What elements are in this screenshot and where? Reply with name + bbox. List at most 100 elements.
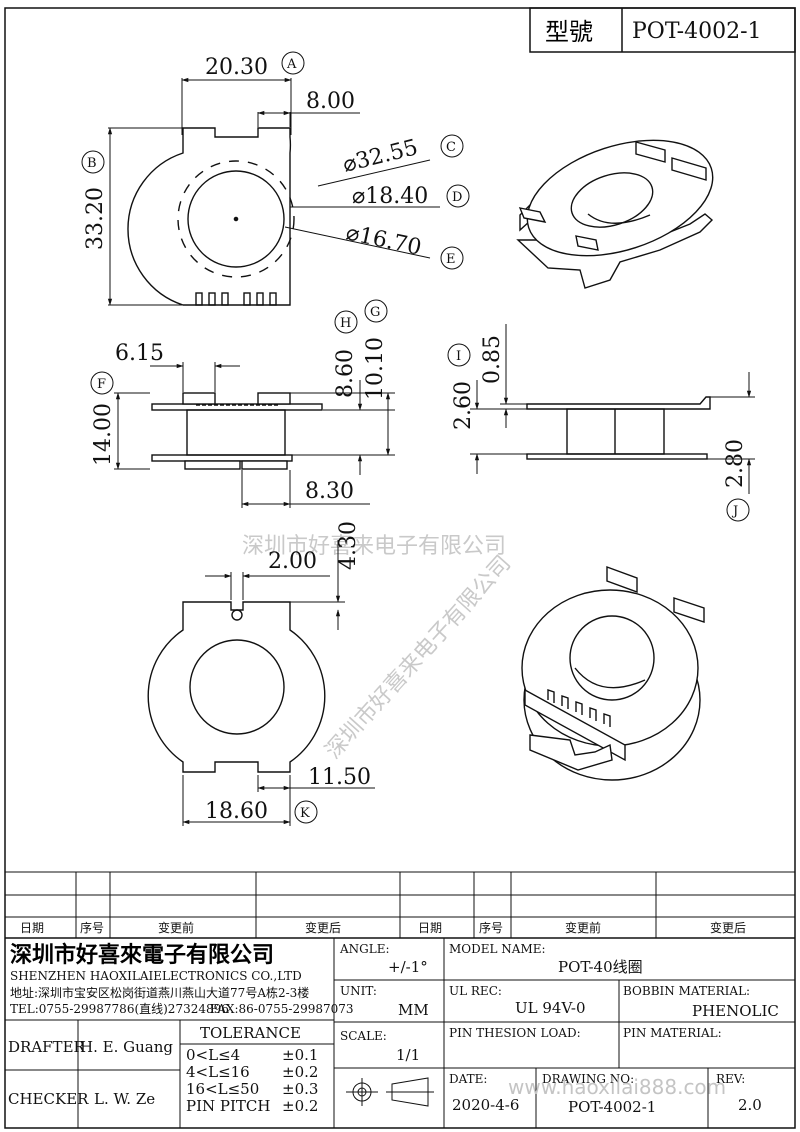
title-block-grid <box>5 938 795 1128</box>
svg-text:I: I <box>456 349 461 364</box>
dim-side-h1: 8.60 <box>333 349 358 398</box>
angle-value: +/-1° <box>388 958 428 976</box>
bobbin-label: BOBBIN MATERIAL: <box>623 984 750 998</box>
callout-d: D <box>446 184 470 208</box>
side-view-dims <box>114 362 395 508</box>
header-part-no: POT-4002-1 <box>632 19 762 44</box>
date-label: DATE: <box>449 1072 487 1086</box>
bottom-view-dims <box>182 540 375 826</box>
callout-i: I <box>447 343 471 367</box>
dim-right-t1: 2.60 <box>451 381 476 430</box>
dim-bot-width: 18.60 <box>205 799 268 824</box>
rev-header-after-2: 变更后 <box>710 920 746 935</box>
svg-text:D: D <box>452 190 462 205</box>
callout-b: B <box>81 150 105 174</box>
company-name-en: SHENZHEN HAOXILAIELECTRONICS CO.,LTD <box>10 969 302 983</box>
svg-text:H: H <box>340 316 351 331</box>
pin-tension-label: PIN THESION LOAD: <box>449 1026 581 1040</box>
dim-side-h2: 10.10 <box>363 337 388 400</box>
side-view <box>151 392 323 470</box>
callout-h: H <box>334 310 358 334</box>
rev-header-no-1: 序号 <box>80 920 104 935</box>
drawing-label: DRAWING NO: <box>542 1072 634 1086</box>
drafter-label: DRAFTER <box>8 1038 86 1056</box>
rev-header-date-1: 日期 <box>20 921 44 935</box>
svg-text:K: K <box>300 806 310 821</box>
rev-header-before-2: 变更前 <box>565 920 601 935</box>
company-fax: FAX:86-0755-29987073 <box>210 1002 354 1016</box>
dim-inner-dia: ⌀16.70 <box>344 220 424 260</box>
dim-top-height: 33.20 <box>83 187 108 250</box>
watermark-url: www.haoxilai888.com <box>508 1075 726 1099</box>
unit-label: UNIT: <box>340 984 377 998</box>
checker-value: L. W. Ze <box>94 1090 155 1108</box>
rev-label: REV: <box>716 1072 745 1086</box>
tol-range-1: 4<L≤16 <box>186 1063 250 1081</box>
model-label: MODEL NAME: <box>449 942 546 956</box>
rev-header-date-2: 日期 <box>418 921 442 935</box>
drafter-value: H. E. Guang <box>80 1038 173 1056</box>
callout-g: G <box>364 299 388 323</box>
svg-text:J: J <box>731 504 738 519</box>
header-label: 型號 <box>545 18 593 46</box>
iso-view-bottom <box>521 565 705 781</box>
drawing-value: POT-4002-1 <box>568 1098 656 1116</box>
svg-text:G: G <box>370 305 380 320</box>
tolerance-label: TOLERANCE <box>200 1024 301 1042</box>
dim-bot-tab: 11.50 <box>308 765 371 790</box>
model-value: POT-40线圈 <box>558 958 643 976</box>
dim-right-t3: 2.80 <box>723 439 748 488</box>
svg-text:E: E <box>446 252 456 267</box>
dim-bot-slot: 2.00 <box>268 549 317 574</box>
tol-range-3: PIN PITCH <box>186 1097 271 1115</box>
checker-label: CHECKER <box>8 1090 89 1108</box>
dim-bot-depth: 4.30 <box>336 521 361 570</box>
rev-header-after-1: 变更后 <box>305 920 341 935</box>
header-box: 型號 POT-4002-1 <box>529 7 796 53</box>
company-name-cn: 深圳市好喜來電子有限公司 <box>10 942 274 968</box>
top-view-dims <box>107 77 440 306</box>
right-view-dims <box>470 324 755 494</box>
dim-side-base: 8.30 <box>305 479 354 504</box>
callout-k: K <box>294 800 318 824</box>
tol-value-1: ±0.2 <box>282 1063 318 1081</box>
rev-value: 2.0 <box>738 1096 762 1114</box>
unit-value: MM <box>398 1001 429 1019</box>
revision-table <box>5 871 795 939</box>
company-address: 地址:深圳市宝安区松岗街道燕川燕山大道77号A栋2-3楼 <box>10 985 309 1000</box>
tol-range-0: 0<L≤4 <box>186 1046 240 1064</box>
tol-value-3: ±0.2 <box>282 1097 318 1115</box>
dim-top-tab-width: 8.00 <box>306 89 355 114</box>
rev-header-before-1: 变更前 <box>158 920 194 935</box>
dim-top-width: 20.30 <box>205 55 268 80</box>
svg-text:A: A <box>286 57 297 72</box>
dim-side-height: 14.00 <box>91 403 116 466</box>
tol-range-2: 16<L≤50 <box>186 1080 259 1098</box>
company-tel: TEL:0755-29987786(直线)27324896 <box>10 1002 229 1016</box>
tol-value-0: ±0.1 <box>282 1046 318 1064</box>
pin-material-label: PIN MATERIAL: <box>623 1026 722 1040</box>
top-slots <box>195 292 277 306</box>
callout-j: J <box>726 498 750 522</box>
projection-symbol-icon <box>346 1077 434 1107</box>
scale-value: 1/1 <box>396 1046 420 1064</box>
ul-label: UL REC: <box>449 984 502 998</box>
sheet-border <box>4 7 796 1129</box>
callout-c: C <box>440 134 464 158</box>
top-view <box>127 127 295 306</box>
dim-right-t2: 0.85 <box>480 335 505 384</box>
scale-label: SCALE: <box>340 1029 387 1043</box>
callout-f: F <box>90 371 114 395</box>
bobbin-value: PHENOLIC <box>692 1002 779 1020</box>
svg-text:B: B <box>87 156 97 171</box>
tol-value-2: ±0.3 <box>282 1080 318 1098</box>
dim-side-tab: 6.15 <box>115 341 164 366</box>
right-view <box>526 396 711 460</box>
svg-text:F: F <box>97 377 106 392</box>
dim-mid-dia: ⌀18.40 <box>352 184 428 209</box>
ul-value: UL 94V-0 <box>515 999 586 1017</box>
callout-a: A <box>281 51 305 75</box>
date-value: 2020-4-6 <box>452 1096 519 1114</box>
rev-header-no-2: 序号 <box>479 920 503 935</box>
